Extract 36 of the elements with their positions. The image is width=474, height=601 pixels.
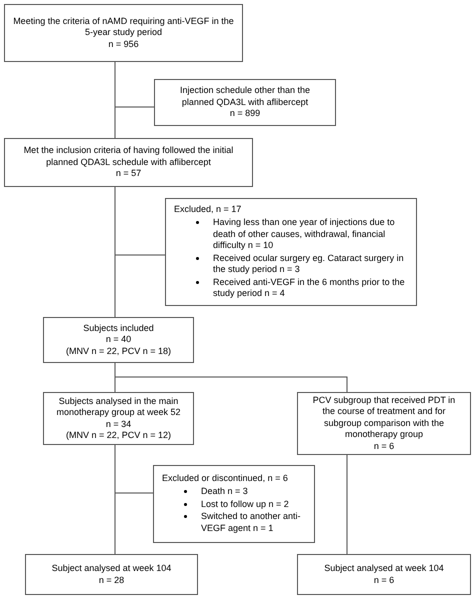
count-text: n = 6 (372, 574, 396, 586)
count-text: n = 956 (107, 38, 140, 50)
count-text: n = 34 (104, 418, 132, 430)
process-box (297, 554, 471, 595)
box-text: Subject analysed at week 104 (50, 563, 172, 574)
connector-line (114, 62, 116, 138)
count-text: (MNV n = 22, PCV n = 12) (64, 430, 172, 442)
box-text: Subjects included (82, 322, 155, 334)
process-box (4, 4, 243, 62)
connector-line (346, 454, 348, 554)
process-box (297, 392, 471, 455)
connector-line (114, 362, 348, 392)
box-heading: Excluded or discontinued, n = 6 (162, 472, 289, 484)
bullet-item: Lost to follow up n = 2 (201, 498, 289, 510)
process-box (165, 198, 417, 306)
bullet-item: Switched to another anti-VEGF agent n = 1 (201, 511, 302, 534)
process-box (43, 392, 194, 445)
count-text: (MNV n = 22, PCV n = 18) (64, 346, 172, 358)
process-box (153, 465, 315, 543)
count-text: n = 57 (114, 168, 142, 180)
box-text: Subject analysed at week 104 (323, 563, 445, 574)
connector-line (114, 186, 116, 318)
bullet-item: Received ocular surgery eg. Cataract surgery in the study period n = 3 (213, 252, 405, 276)
box-heading: Excluded, n = 17 (174, 204, 242, 215)
bullet-item: Death n = 3 (201, 486, 248, 498)
process-box (25, 554, 198, 595)
connector-line (114, 444, 116, 554)
process-box (154, 79, 336, 126)
count-text: n = 899 (228, 108, 262, 120)
count-text: n = 28 (98, 574, 126, 586)
count-text: n = 40 (104, 334, 132, 346)
count-text: n = 6 (372, 440, 396, 452)
bullet-item: Received anti-VEGF in the 6 months prior to the study period n = 4 (213, 276, 406, 300)
process-box (43, 317, 194, 363)
bullet-item: Having less than one year of injections due to death of other causes, withdrawal, financial difficulty n = 10 (213, 217, 396, 252)
process-box (4, 138, 253, 187)
